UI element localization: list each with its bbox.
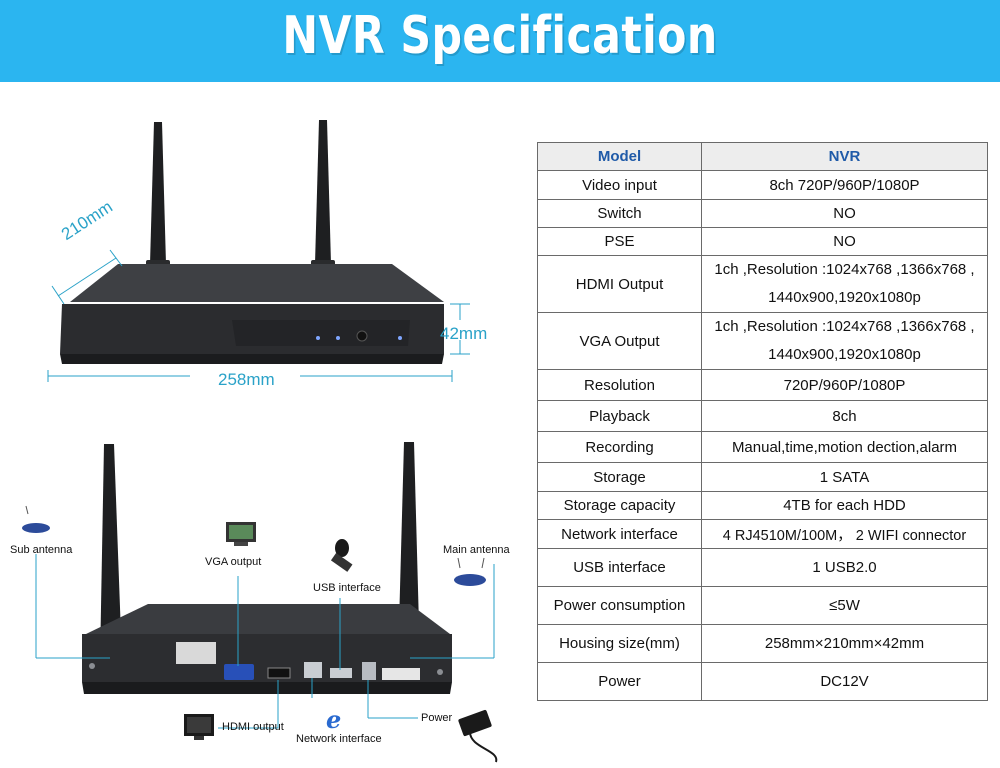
- router-icon: [22, 505, 50, 533]
- row-key: Recording: [537, 431, 702, 463]
- row-key: Video input: [537, 170, 702, 200]
- row-value: ≤5W: [701, 586, 988, 625]
- table-row: Recording Manual,time,motion dection,ala…: [537, 431, 988, 463]
- vga-output-label: VGA output: [205, 556, 262, 568]
- monitor-icon: [226, 522, 256, 546]
- row-value-line: 1440x900,1920x1080p: [768, 289, 921, 306]
- tv-icon: [184, 714, 214, 740]
- height-dimension: 42mm: [440, 324, 488, 343]
- row-value-line: 1ch ,Resolution :1024x768 ,1366x768 ,: [714, 318, 975, 335]
- row-key: HDMI Output: [537, 255, 702, 313]
- table-row: HDMI Output 1ch ,Resolution :1024x768 ,1…: [537, 255, 988, 313]
- row-value-line: 1ch ,Resolution :1024x768 ,1366x768 ,: [714, 261, 975, 278]
- header-nvr: NVR: [701, 142, 988, 171]
- row-value: 1ch ,Resolution :1024x768 ,1366x768 , 14…: [701, 312, 988, 370]
- row-key: PSE: [537, 227, 702, 256]
- row-key: Storage: [537, 462, 702, 492]
- row-value-line: 1440x900,1920x1080p: [768, 346, 921, 363]
- power-label: Power: [421, 712, 453, 724]
- table-row: USB interface 1 USB2.0: [537, 548, 988, 587]
- table-row: Video input 8ch 720P/960P/1080P: [537, 170, 988, 200]
- row-key: Housing size(mm): [537, 624, 702, 663]
- nvr-front-view: [47, 120, 470, 382]
- nvr-rear-view: [35, 442, 495, 729]
- table-row: Playback 8ch: [537, 400, 988, 432]
- row-value: 8ch 720P/960P/1080P: [701, 170, 988, 200]
- usb-interface-label: USB interface: [313, 582, 381, 594]
- row-value: NO: [701, 227, 988, 256]
- row-value: 8ch: [701, 400, 988, 432]
- table-row: PSE NO: [537, 227, 988, 256]
- table-row: Network interface 4 RJ4510M/100M， 2 WIFI…: [537, 519, 988, 549]
- row-value: 1 USB2.0: [701, 548, 988, 587]
- row-value: NO: [701, 199, 988, 228]
- row-value: 1ch ,Resolution :1024x768 ,1366x768 , 14…: [701, 255, 988, 313]
- internet-explorer-icon: e: [326, 705, 341, 734]
- row-value: DC12V: [701, 662, 988, 701]
- power-adapter-icon: [458, 709, 498, 763]
- header-banner: NVR Specification: [0, 0, 1000, 82]
- row-key: Network interface: [537, 519, 702, 549]
- table-row: Power DC12V: [537, 662, 988, 701]
- row-key: Power: [537, 662, 702, 701]
- row-value: 4TB for each HDD: [701, 491, 988, 520]
- row-value: 720P/960P/1080P: [701, 369, 988, 401]
- row-value: Manual,time,motion dection,alarm: [701, 431, 988, 463]
- row-key: Power consumption: [537, 586, 702, 625]
- router-icon-right: [454, 557, 486, 586]
- spec-table: Model NVR Video input 8ch 720P/960P/1080…: [537, 142, 988, 701]
- row-key: Storage capacity: [537, 491, 702, 520]
- table-header-row: Model NVR: [537, 142, 988, 171]
- network-interface-label: Network interface: [296, 733, 382, 745]
- width-dimension: 258mm: [218, 370, 275, 389]
- row-key: VGA Output: [537, 312, 702, 370]
- table-row: Power consumption ≤5W: [537, 586, 988, 625]
- row-key: Playback: [537, 400, 702, 432]
- main-antenna-label: Main antenna: [443, 544, 510, 556]
- table-row: Housing size(mm) 258mm×210mm×42mm: [537, 624, 988, 663]
- row-key: Switch: [537, 199, 702, 228]
- row-value: 258mm×210mm×42mm: [701, 624, 988, 663]
- row-value: 1 SATA: [701, 462, 988, 492]
- svg-text:e: e: [326, 705, 341, 734]
- row-key: Resolution: [537, 369, 702, 401]
- table-row: VGA Output 1ch ,Resolution :1024x768 ,13…: [537, 312, 988, 370]
- usb-drive-icon: [330, 539, 353, 572]
- nvr-illustrations: e: [22, 120, 498, 763]
- page-title: NVR Specification: [282, 6, 718, 66]
- table-row: Switch NO: [537, 199, 988, 228]
- header-model: Model: [537, 142, 702, 171]
- table-row: Resolution 720P/960P/1080P: [537, 369, 988, 401]
- table-row: Storage capacity 4TB for each HDD: [537, 491, 988, 520]
- table-row: Storage 1 SATA: [537, 462, 988, 492]
- hdmi-output-label: HDMI output: [222, 721, 284, 733]
- row-key: USB interface: [537, 548, 702, 587]
- row-value: 4 RJ4510M/100M， 2 WIFI connector: [701, 519, 988, 549]
- sub-antenna-label: Sub antenna: [10, 544, 73, 556]
